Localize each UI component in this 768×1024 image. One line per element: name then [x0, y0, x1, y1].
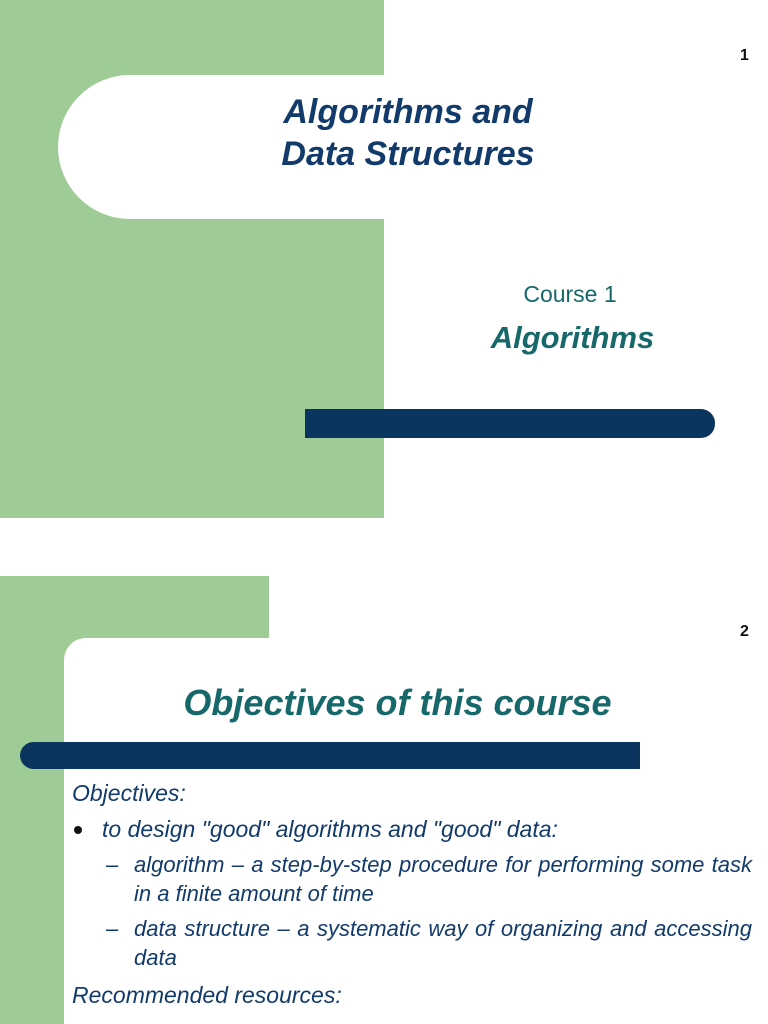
- title-pill-background: [58, 75, 768, 219]
- objectives-heading: Objectives:: [72, 780, 186, 806]
- slide-2: 2 Objectives of this course Objectives: …: [0, 576, 768, 1024]
- sub-item-text: data structure – a systematic way of org…: [134, 916, 752, 970]
- dash-marker: –: [106, 916, 119, 941]
- content-background: [64, 638, 768, 1024]
- course-label: Course 1: [523, 281, 617, 307]
- decorative-bar: [20, 742, 640, 769]
- slide-body: Objectives: to design "good" algorithms …: [72, 778, 752, 1010]
- bullet-dot-icon: [74, 826, 82, 834]
- title-line-1: Algorithms and: [283, 93, 533, 131]
- decorative-bar: [305, 409, 715, 438]
- page-number: 1: [740, 47, 749, 64]
- sub-item-text: algorithm – a step-by-step procedure for…: [134, 852, 752, 906]
- dash-marker: –: [106, 852, 119, 877]
- slide-title: Algorithms and Data Structures: [250, 91, 566, 175]
- sub-item: – algorithm – a step-by-step procedure f…: [72, 850, 752, 908]
- slide-subtitle: Algorithms: [490, 320, 655, 355]
- bullet-text: to design "good" algorithms and "good" d…: [102, 816, 558, 842]
- title-line-2: Data Structures: [281, 135, 535, 173]
- slide-1: 1 Algorithms and Data Structures Course …: [0, 0, 768, 518]
- slide-title: Objectives of this course: [183, 682, 612, 723]
- page-number: 2: [740, 623, 749, 640]
- sub-item: – data structure – a systematic way of o…: [72, 914, 752, 972]
- resources-heading: Recommended resources:: [72, 982, 342, 1008]
- bullet-item: to design "good" algorithms and "good" d…: [72, 814, 752, 844]
